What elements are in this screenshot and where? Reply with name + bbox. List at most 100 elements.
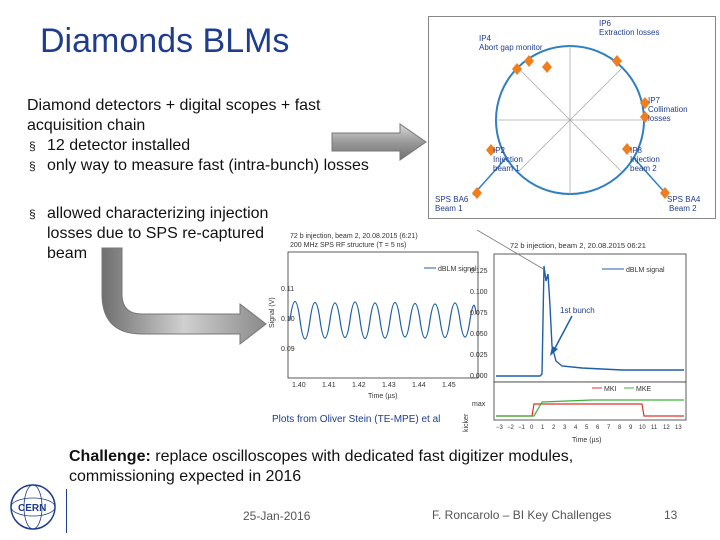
ring-svg: IP6 Extraction losses IP4 Abort gap moni…	[435, 19, 701, 213]
plot-right-annotation: 1st bunch	[560, 306, 595, 315]
page-number: 13	[664, 508, 678, 522]
plot-left-signal	[289, 300, 477, 340]
diamond-marker-icon	[622, 143, 632, 155]
label-ip4: IP4	[479, 34, 492, 43]
plot-left-xtick: 1.43	[382, 382, 396, 389]
plot-right-mke: MKE	[636, 386, 652, 393]
label-ip8-sub-2: beam 2	[630, 164, 657, 173]
footer-author: F. Roncarolo – BI Key Challenges	[432, 508, 612, 522]
zoom-connector	[476, 229, 546, 271]
plot-right-legend: dBLM signal	[626, 267, 665, 274]
plot-left-xtick: 1.42	[352, 382, 366, 389]
label-ip8: IP8	[630, 146, 643, 155]
plot-right-xtick: 0	[530, 425, 534, 431]
footer-divider	[66, 489, 67, 533]
bullet-text: 12 detector installed	[47, 137, 191, 154]
plot-rf-structure: 72 b injection, beam 2, 20.08.2015 (6:21…	[268, 228, 480, 410]
label-ip7-sub-1: Collimation	[648, 105, 688, 114]
diamond-marker-icon	[640, 111, 650, 123]
bullet-mark: §	[29, 139, 36, 153]
label-ip2-sub-1: Injection	[493, 155, 523, 164]
plot-left-ylabel: Signal (V)	[269, 297, 276, 328]
bullet-text: only way to measure fast (intra-bunch) l…	[47, 157, 369, 174]
challenge-label: Challenge:	[69, 448, 151, 465]
plot-right-mke-pulse	[496, 399, 684, 417]
plot-right-signal	[496, 265, 684, 377]
plot-left-ytick: 0.09	[281, 346, 295, 353]
challenge-body: replace oscilloscopes with dedicated fas…	[69, 448, 574, 485]
plot-right-xtick: −2	[507, 425, 515, 431]
plot-left-svg: 72 b injection, beam 2, 20.08.2015 (6:21…	[269, 233, 479, 400]
plot-right-xtick: −1	[518, 425, 526, 431]
plot-left-xlabel: Time (µs)	[368, 393, 397, 400]
intro-line-1: Diamond detectors + digital scopes + fas…	[27, 97, 321, 114]
bullet-item: § allowed characterizing injection losse…	[27, 204, 427, 264]
plot-right-xtick: −3	[496, 425, 504, 431]
footer-date: 25-Jan-2016	[243, 509, 311, 523]
plot-right-ytick: 0.075	[470, 310, 488, 317]
plot-right-xtick: 6	[596, 425, 600, 431]
plot-left-ytick: 0.11	[281, 286, 294, 293]
arrow-right-icon	[331, 123, 427, 161]
label-sps-ba6: SPS BA6	[435, 195, 469, 204]
plot-right-ytick: 0.050	[470, 331, 488, 338]
diamond-marker-icon	[612, 55, 622, 67]
plot-right-xtick: 7	[607, 425, 611, 431]
bullet-mark: §	[29, 207, 36, 221]
label-sps-ba6-sub: Beam 1	[435, 204, 463, 213]
bullet-mark: §	[29, 159, 36, 173]
plot-left-xtick: 1.40	[292, 382, 306, 389]
plot-right-mki: MKI	[604, 386, 617, 393]
label-ip4-sub: Abort gap monitor	[479, 43, 543, 52]
diamond-marker-icon	[660, 187, 670, 199]
plot-right-xtick: 10	[639, 425, 646, 431]
diamond-marker-icon	[542, 61, 552, 73]
label-ip7: IP7	[648, 96, 661, 105]
plot-right-kicker-label: kicker	[463, 413, 470, 432]
plot-right-frame	[493, 253, 687, 383]
plot-left-xtick: 1.45	[442, 382, 456, 389]
slide-title: Diamonds BLMs	[40, 22, 290, 60]
label-sps-ba4-sub: Beam 2	[669, 204, 697, 213]
cern-logo-text: CERN	[18, 503, 46, 514]
diamond-marker-icon	[524, 55, 534, 67]
diamond-marker-icon	[640, 97, 650, 109]
intro-text: Diamond detectors + digital scopes + fas…	[27, 96, 427, 176]
cern-logo-icon: CERN	[10, 484, 56, 530]
plot-right-xlabel: Time (µs)	[572, 437, 601, 444]
plot-left-xtick: 1.41	[322, 382, 336, 389]
plot-right-xtick: 5	[585, 425, 589, 431]
plot-left-legend: dBLM signal	[438, 266, 477, 273]
diamond-marker-icon	[512, 63, 522, 75]
label-ip6-sub: Extraction losses	[599, 28, 659, 37]
lhc-ring-diagram: IP6 Extraction losses IP4 Abort gap moni…	[428, 16, 716, 219]
diamond-marker-icon	[472, 187, 482, 199]
plot-right-xtick: 13	[675, 425, 682, 431]
bent-arrow-icon	[101, 247, 267, 346]
plot-right-xtick: 9	[629, 425, 633, 431]
plot-left-title-1: 72 b injection, beam 2, 20.08.2015 (6:21…	[290, 233, 418, 240]
plot-right-kicker-frame	[493, 381, 687, 421]
plot-right-ytick: 0.000	[470, 373, 488, 380]
bullet-text: allowed characterizing injection losses …	[47, 205, 269, 262]
plot-right-kicker-max: max	[472, 401, 486, 408]
plot-right-title: 72 b injection, beam 2, 20.08.2015 06:21	[510, 241, 646, 250]
plot-right-ytick: 0.125	[470, 268, 488, 275]
plot-right-ytick: 0.025	[470, 352, 488, 359]
plot-right-xtick: 12	[663, 425, 670, 431]
label-ip6: IP6	[599, 19, 612, 28]
plot-right-xtick: 2	[552, 425, 556, 431]
plot-right-svg: 72 b injection, beam 2, 20.08.2015 06:21…	[463, 241, 687, 444]
plot-right-xtick: 3	[563, 425, 567, 431]
diamond-marker-icon	[486, 144, 496, 156]
plot-right-xtick: 8	[618, 425, 622, 431]
plot-left-ytick: 0.10	[281, 316, 295, 323]
intro-line-2: acquisition chain	[27, 117, 146, 134]
plot-right-xtick: 1	[541, 425, 545, 431]
label-sps-ba4: SPS BA4	[667, 195, 701, 204]
plot-credit: Plots from Oliver Stein (TE-MPE) et al	[272, 414, 441, 425]
bullet-item: § only way to measure fast (intra-bunch)…	[27, 156, 427, 176]
plot-right-xtick: 11	[651, 425, 658, 431]
label-ip7-sub-2: losses	[648, 114, 671, 123]
plot-right-ytick: 0.100	[470, 289, 488, 296]
